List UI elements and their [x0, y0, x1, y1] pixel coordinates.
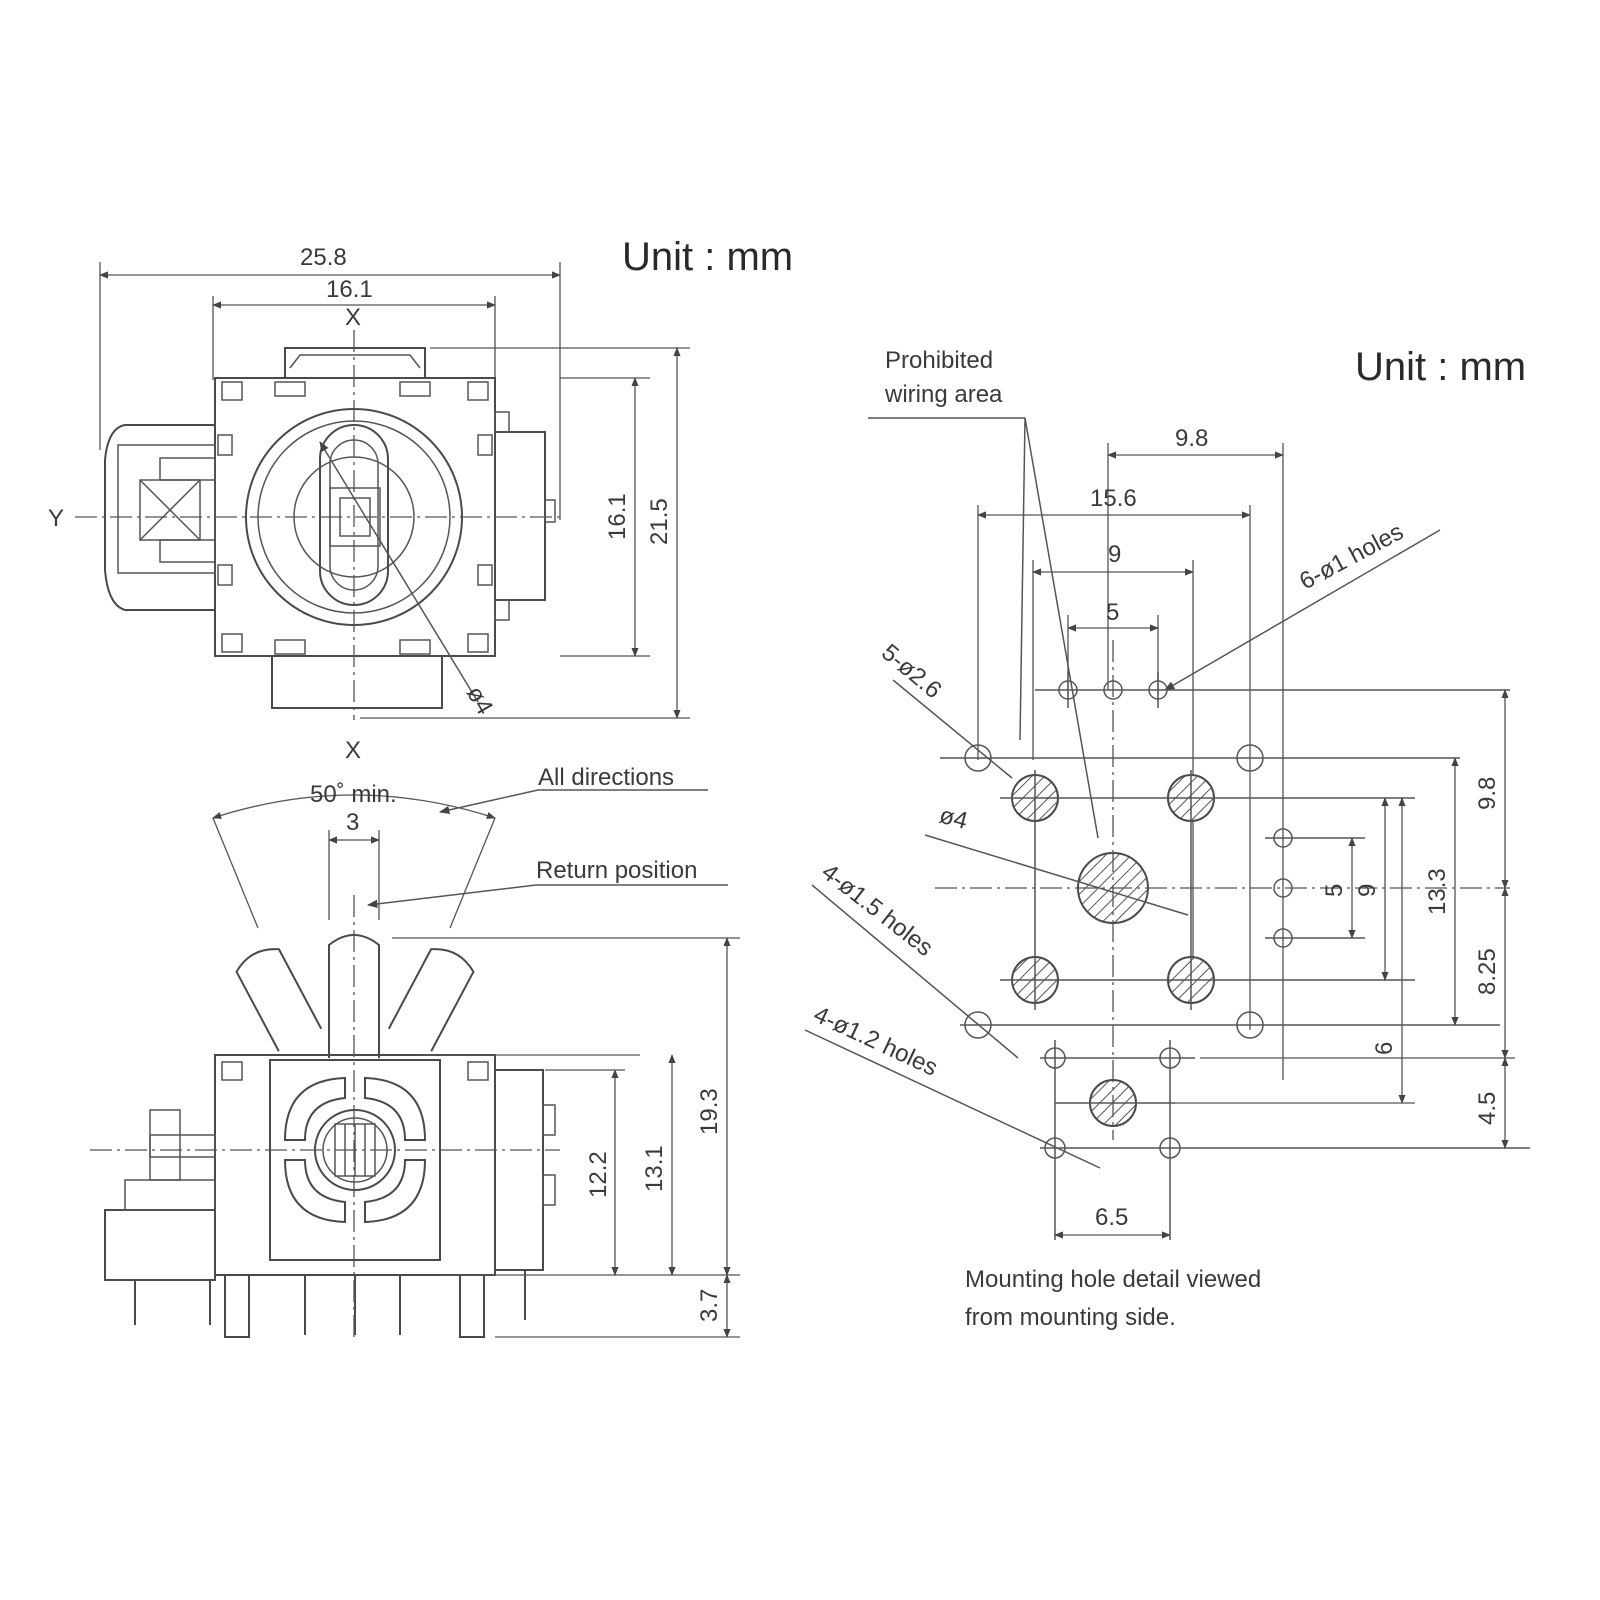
- dim-stick-width: 3: [346, 809, 359, 836]
- dim-4-5: 4.5: [1474, 1092, 1501, 1125]
- dim-height-13-1: 13.1: [641, 1145, 668, 1192]
- dim-height-19-3: 19.3: [696, 1088, 723, 1135]
- caption-line-1: Mounting hole detail viewed: [965, 1266, 1261, 1293]
- label-phi4: ø4: [936, 802, 970, 835]
- dim-13-3: 13.3: [1424, 868, 1451, 915]
- dim-5-right: 5: [1321, 884, 1348, 897]
- label-all-directions: All directions: [538, 764, 674, 791]
- label-prohibited-1: Prohibited: [885, 347, 993, 374]
- unit-label-left: Unit : mm: [622, 235, 793, 279]
- dim-height-12-2: 12.2: [585, 1151, 612, 1198]
- dim-pin-length: 3.7: [696, 1289, 723, 1322]
- dim-width-overall: 25.8: [300, 244, 347, 271]
- mounting-hole-detail: Prohibited wiring area 9.8 15.6 9 5 6-ø1…: [804, 347, 1530, 1331]
- label-6-phi1-holes: 6-ø1 holes: [1295, 518, 1408, 595]
- dim-width-body: 16.1: [326, 276, 373, 303]
- label-angle: 50˚ min.: [310, 781, 397, 808]
- dim-height-body: 16.1: [604, 493, 631, 540]
- dim-height-overall: 21.5: [646, 498, 673, 545]
- dim-9-right: 9: [1354, 884, 1381, 897]
- axis-x-bottom: X: [345, 737, 361, 764]
- dim-5-top: 5: [1106, 599, 1119, 626]
- label-4-phi1-5-holes: 4-ø1.5 holes: [816, 858, 938, 961]
- label-return-position: Return position: [536, 857, 697, 884]
- top-view: 25.8 16.1: [48, 244, 690, 764]
- caption-line-2: from mounting side.: [965, 1304, 1176, 1331]
- dim-6: 6: [1371, 1042, 1398, 1055]
- dim-9-top: 9: [1108, 541, 1121, 568]
- dim-8-25: 8.25: [1474, 948, 1501, 995]
- unit-label-right: Unit : mm: [1355, 345, 1526, 389]
- label-stick-diameter: ø4: [461, 682, 498, 720]
- axis-x-top: X: [345, 304, 361, 331]
- dim-15-6: 15.6: [1090, 485, 1137, 512]
- dim-9-8-right: 9.8: [1474, 777, 1501, 810]
- dim-6-5: 6.5: [1095, 1204, 1128, 1231]
- axis-y: Y: [48, 505, 64, 532]
- label-prohibited-2: wiring area: [884, 381, 1003, 408]
- dim-9-8-top: 9.8: [1175, 425, 1208, 452]
- side-view: 50˚ min. All directions 3 Return positio…: [90, 764, 740, 1340]
